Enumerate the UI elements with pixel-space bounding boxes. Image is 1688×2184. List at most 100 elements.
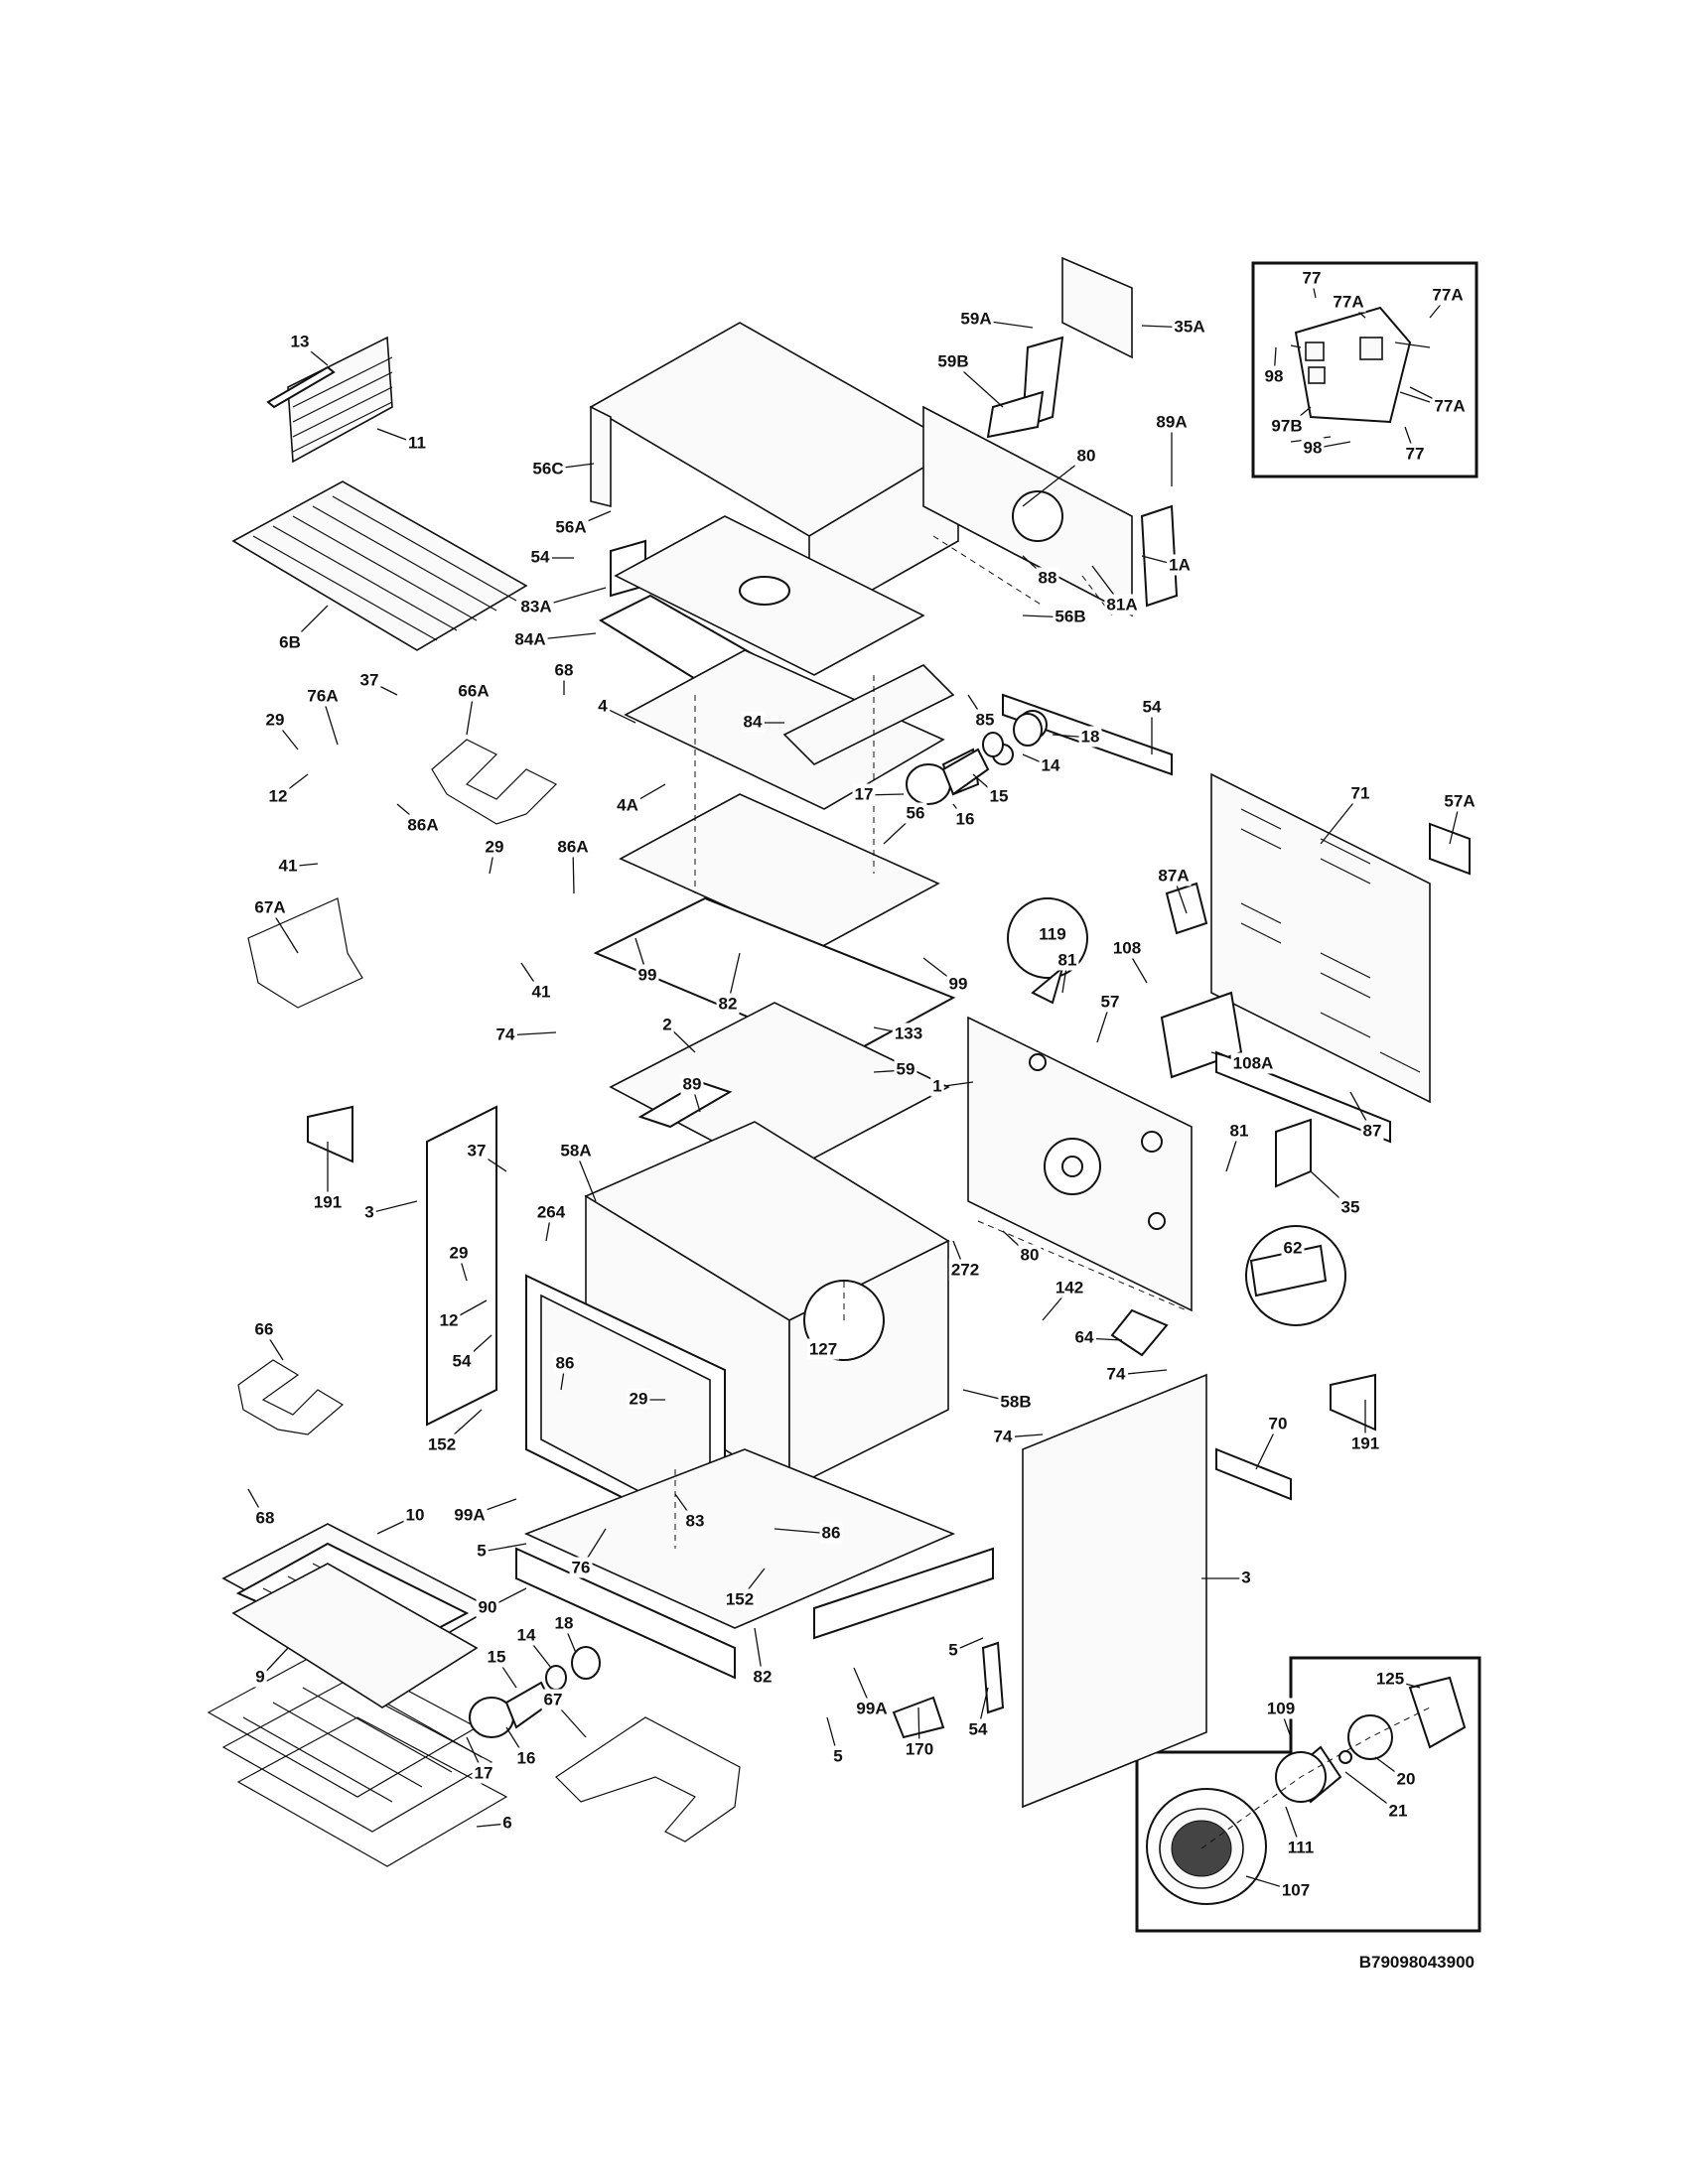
label-backdrop <box>935 350 971 372</box>
label-backdrop <box>1055 949 1079 971</box>
label-backdrop <box>627 1388 650 1410</box>
label-backdrop <box>311 1191 345 1213</box>
label-backdrop <box>1348 1433 1382 1454</box>
part-number-99Aa: 99A <box>454 1505 485 1524</box>
label-backdrop <box>991 1426 1015 1447</box>
label-backdrop <box>493 1024 517 1045</box>
label-backdrop <box>1227 1120 1251 1142</box>
part-number-10: 10 <box>406 1505 425 1524</box>
part-number-82b: 82 <box>754 1667 773 1686</box>
label-backdrop <box>1264 1698 1298 1719</box>
leader-line-3a <box>368 1200 418 1214</box>
part-number-74c: 74 <box>994 1427 1013 1445</box>
label-backdrop <box>253 1666 267 1688</box>
lamp-assembly-lower <box>469 1646 601 1738</box>
part-number-99b: 99 <box>949 974 968 993</box>
label-backdrop <box>958 308 994 330</box>
drawing-code: B79098043900 <box>1359 1953 1475 1972</box>
label-backdrop <box>1110 937 1144 959</box>
part-number-11: 11 <box>408 433 426 452</box>
label-backdrop <box>723 1588 757 1610</box>
label-backdrop <box>1074 445 1098 467</box>
part-number-66A: 66A <box>458 681 489 700</box>
label-backdrop <box>528 546 552 568</box>
part-number-5a: 5 <box>477 1541 486 1560</box>
label-backdrop <box>1269 415 1305 437</box>
label-backdrop <box>1104 594 1140 615</box>
part-number-98b: 98 <box>1304 438 1323 457</box>
label-backdrop <box>1281 1237 1305 1259</box>
back-wall-lower <box>967 1016 1193 1312</box>
label-backdrop <box>1442 790 1477 812</box>
leader-line-5a <box>481 1543 527 1553</box>
part-number-67A: 67A <box>254 897 285 916</box>
part-number-170: 170 <box>906 1739 933 1758</box>
detail-circles <box>1007 897 1346 1357</box>
label-backdrop <box>266 785 290 807</box>
part-number-76A: 76A <box>307 686 338 705</box>
label-backdrop <box>1167 554 1193 576</box>
label-backdrop <box>596 695 611 717</box>
part-number-6: 6 <box>502 1813 511 1832</box>
label-backdrop <box>998 1391 1034 1413</box>
part-number-84A: 84A <box>514 629 545 648</box>
part-number-77Aa: 77A <box>1333 292 1363 311</box>
part-number-57: 57 <box>1101 992 1120 1011</box>
part-number-4: 4 <box>598 696 608 715</box>
label-backdrop <box>276 855 300 877</box>
part-number-1A: 1A <box>1169 555 1191 574</box>
part-number-18b: 18 <box>555 1613 574 1632</box>
part-number-59: 59 <box>897 1059 915 1078</box>
part-number-15a: 15 <box>990 786 1009 805</box>
label-backdrop <box>904 802 927 824</box>
label-backdrop <box>1018 1244 1042 1266</box>
part-number-111: 111 <box>1288 1838 1315 1856</box>
label-backdrop <box>555 836 591 858</box>
part-number-90: 90 <box>479 1597 497 1616</box>
part-number-74b: 74 <box>1107 1364 1126 1383</box>
heating-elements <box>237 739 741 1843</box>
part-number-5c: 5 <box>833 1746 842 1765</box>
control-board-inset <box>1251 261 1478 478</box>
label-backdrop <box>1239 1567 1253 1588</box>
label-backdrop <box>405 814 441 836</box>
part-number-80a: 80 <box>1077 446 1096 465</box>
label-backdrop <box>1262 365 1286 387</box>
part-number-15b: 15 <box>488 1647 506 1666</box>
part-number-29c: 29 <box>450 1243 469 1262</box>
label-backdrop <box>930 1075 944 1097</box>
label-backdrop <box>514 1624 538 1646</box>
label-backdrop <box>1300 267 1324 289</box>
label-backdrop <box>946 973 970 995</box>
broil-pan <box>221 1523 493 1708</box>
label-backdrop <box>500 1812 514 1834</box>
part-number-3a: 3 <box>364 1202 373 1221</box>
part-number-87: 87 <box>1363 1121 1382 1140</box>
part-number-127: 127 <box>809 1339 837 1358</box>
label-backdrop <box>854 1698 890 1719</box>
part-number-35A: 35A <box>1174 317 1204 336</box>
part-number-67: 67 <box>544 1690 563 1708</box>
label-backdrop <box>456 680 492 702</box>
part-number-54c: 54 <box>969 1719 988 1738</box>
part-number-1: 1 <box>932 1076 941 1095</box>
part-number-107: 107 <box>1282 1880 1310 1899</box>
part-number-108A: 108A <box>1233 1053 1274 1072</box>
part-number-86Ab: 86A <box>557 837 588 856</box>
part-number-125: 125 <box>1376 1669 1404 1688</box>
part-number-99a: 99 <box>638 965 657 984</box>
label-backdrop <box>831 1745 845 1767</box>
label-backdrop <box>1172 316 1207 338</box>
label-backdrop <box>552 659 576 681</box>
label-backdrop <box>894 1058 917 1080</box>
label-backdrop <box>552 1612 576 1634</box>
label-backdrop <box>553 516 589 538</box>
label-backdrop <box>406 432 428 454</box>
label-backdrop <box>819 1522 843 1544</box>
part-number-152b: 152 <box>726 1589 754 1608</box>
lower-oven-cavity <box>426 1002 1207 1809</box>
part-number-13: 13 <box>291 332 310 350</box>
label-backdrop <box>615 794 640 816</box>
part-number-89A: 89A <box>1156 412 1187 431</box>
